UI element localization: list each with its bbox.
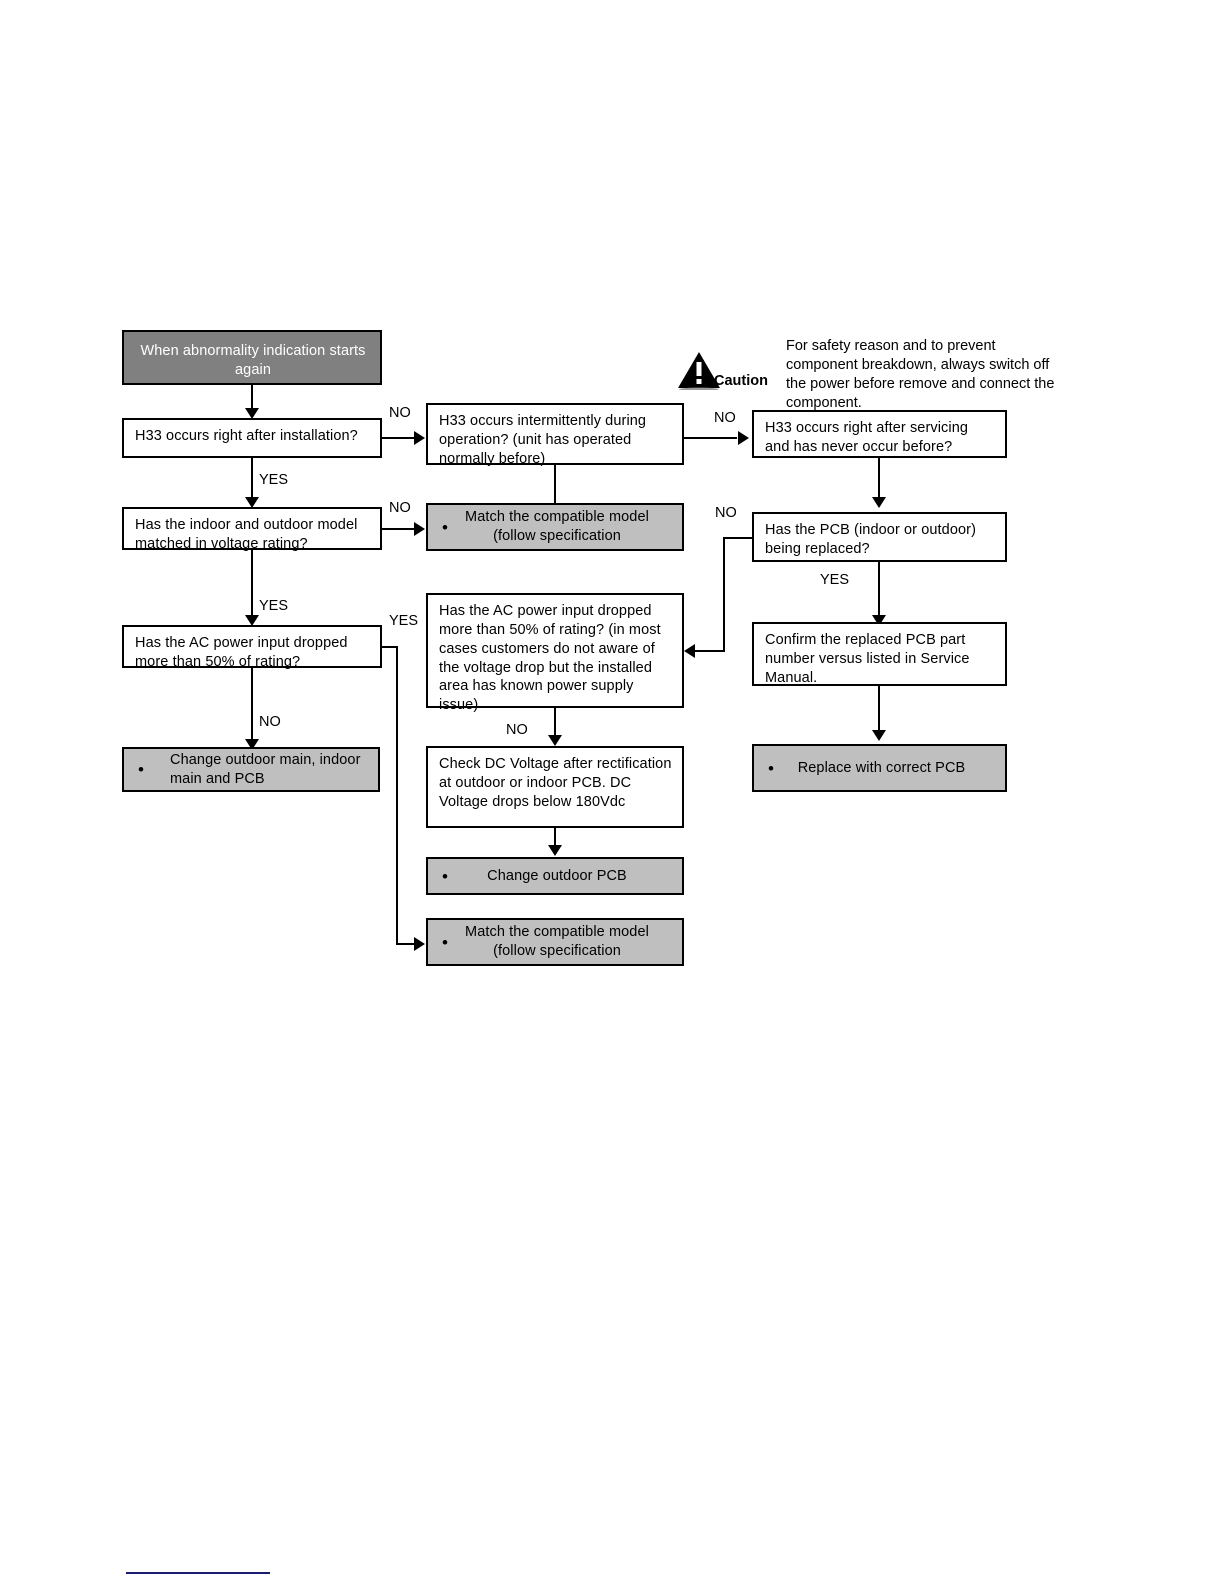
edge-acdropmid-no-arrowhead: [548, 735, 562, 746]
edge-checkdc-down: [554, 828, 556, 846]
node-q-pcb-replaced: Has the PCB (indoor or outdoor) being re…: [752, 512, 1007, 562]
edge-acdropleft-yes-arrowhead: [414, 937, 425, 951]
node-a-match-model-top: • Match the compatible model (follow spe…: [426, 503, 684, 551]
edge-voltage-yes-arrowhead: [245, 615, 259, 626]
edge-pcbno-arrowhead: [684, 644, 695, 658]
edge-acdropleft-yes-h2: [396, 943, 416, 945]
edge-confirm-down: [878, 686, 880, 733]
node-q-intermittent-label: H33 occurs intermittently during operati…: [439, 413, 647, 467]
edge-acdropmid-no: [554, 708, 556, 738]
node-q-ac-drop-mid: Has the AC power input dropped more than…: [426, 593, 684, 713]
edge-checkdc-down-arrowhead: [548, 845, 562, 856]
edge-pcbno-h1: [723, 537, 754, 539]
node-a-match-model-bottom-label: Match the compatible model (follow speci…: [465, 924, 649, 959]
edge-start-to-install-arrowhead: [245, 408, 259, 419]
node-a-change-outdoor-pcb-label: Change outdoor PCB: [487, 867, 627, 884]
node-a-change-mains-label: Change outdoor main, indoor main and PCB: [170, 751, 361, 787]
node-a-replace-pcb: • Replace with correct PCB: [752, 744, 1007, 792]
edge-servicing-down-arrowhead: [872, 497, 886, 508]
node-q-after-servicing: H33 occurs right after servicing and has…: [752, 410, 1007, 458]
edge-label-acdropmid-no: NO: [506, 722, 528, 738]
edge-acdropleft-no: [251, 668, 253, 742]
node-start-label: When abnormality indication starts again: [140, 343, 366, 378]
edge-pcbno-h2: [695, 650, 725, 652]
node-q-install: H33 occurs right after installation?: [122, 418, 382, 458]
edge-install-no: [382, 437, 415, 439]
bullet-icon: •: [767, 758, 775, 778]
caution-text: For safety reason and to prevent compone…: [786, 338, 1055, 411]
bullet-icon: •: [441, 932, 449, 952]
edge-voltage-yes: [251, 550, 253, 618]
node-q-intermittent: H33 occurs intermittently during operati…: [426, 403, 684, 467]
node-a-change-outdoor-pcb: • Change outdoor PCB: [426, 857, 684, 895]
edge-label-pcb-no: NO: [715, 505, 737, 521]
node-q-pcb-replaced-label: Has the PCB (indoor or outdoor) being re…: [765, 522, 977, 557]
edge-label-voltage-yes: YES: [259, 598, 289, 614]
footer-separator-rule: [126, 1572, 270, 1574]
edge-label-pcb-yes: YES: [820, 572, 850, 588]
node-q-voltage-match: Has the indoor and outdoor model matched…: [122, 507, 382, 552]
edge-label-install-yes: YES: [259, 472, 289, 488]
node-p-check-dc: Check DC Voltage after rectification at …: [426, 746, 684, 828]
node-a-replace-pcb-label: Replace with correct PCB: [797, 759, 966, 776]
edge-intermittent-no-arrowhead: [738, 431, 749, 445]
edge-confirm-down-arrowhead: [872, 730, 886, 741]
node-q-voltage-match-label: Has the indoor and outdoor model matched…: [135, 517, 358, 552]
edge-label-acdropleft-yes: YES: [389, 613, 419, 629]
bullet-icon: •: [441, 866, 449, 886]
edge-start-to-install: [251, 385, 253, 410]
node-p-check-dc-label: Check DC Voltage after rectification at …: [439, 756, 672, 810]
edge-label-voltage-no: NO: [389, 500, 411, 516]
edge-install-yes-arrowhead: [245, 497, 259, 508]
bullet-icon: •: [137, 760, 145, 779]
edge-pcbyes-v: [878, 562, 880, 618]
node-q-ac-drop-mid-label: Has the AC power input dropped more than…: [439, 603, 661, 714]
edge-acdropleft-no-arrowhead: [245, 739, 259, 750]
node-q-ac-drop-left: Has the AC power input dropped more than…: [122, 625, 382, 670]
node-q-after-servicing-label: H33 occurs right after servicing and has…: [765, 420, 969, 455]
node-start: When abnormality indication starts again: [122, 330, 382, 385]
edge-label-acdropleft-no: NO: [259, 714, 281, 730]
edge-install-yes: [251, 458, 253, 500]
edge-voltage-no: [382, 528, 415, 530]
edge-acdropleft-yes-v: [396, 646, 398, 944]
edge-label-install-no: NO: [389, 405, 411, 421]
edge-pcbno-v: [723, 537, 725, 651]
edge-voltage-no-arrowhead: [414, 522, 425, 536]
node-p-confirm-part-label: Confirm the replaced PCB part number ver…: [765, 632, 970, 686]
bullet-icon: •: [441, 517, 449, 537]
edge-label-intermittent-no: NO: [714, 410, 736, 426]
edge-pcbyes-arrowhead: [872, 615, 886, 626]
edge-servicing-down: [878, 458, 880, 500]
edge-acdropleft-yes-h: [382, 646, 397, 648]
node-p-confirm-part: Confirm the replaced PCB part number ver…: [752, 622, 1007, 686]
node-a-match-model-bottom: • Match the compatible model (follow spe…: [426, 918, 684, 966]
node-a-change-mains: • Change outdoor main, indoor main and P…: [122, 747, 380, 792]
caution-label: Caution: [714, 373, 768, 389]
edge-intermittent-down: [554, 465, 556, 503]
edge-install-no-arrowhead: [414, 431, 425, 445]
edge-intermittent-no: [684, 437, 737, 439]
node-q-install-label: H33 occurs right after installation?: [135, 428, 358, 444]
node-q-ac-drop-left-label: Has the AC power input dropped more than…: [135, 635, 348, 670]
warning-triangle-icon: [676, 350, 722, 395]
node-a-match-model-top-label: Match the compatible model (follow speci…: [465, 509, 649, 544]
